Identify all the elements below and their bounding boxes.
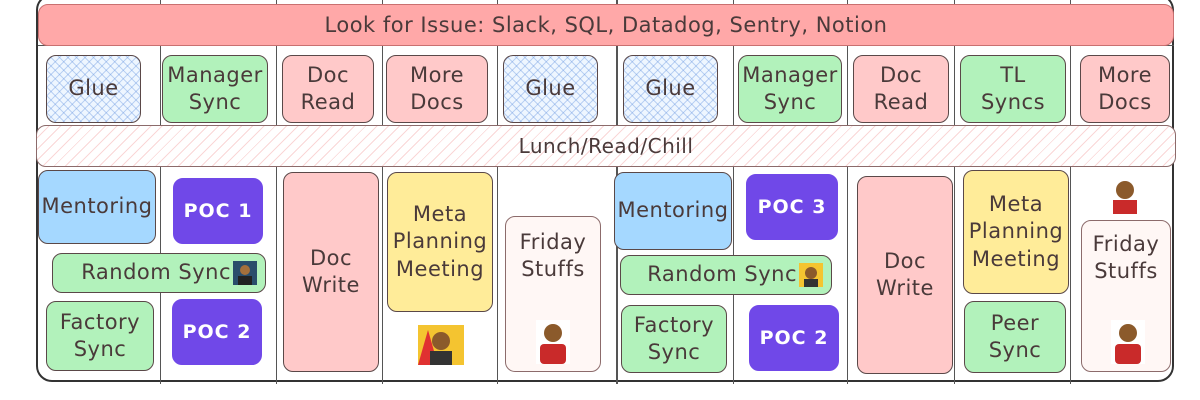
card-friday-stuffs: Friday Stuffs xyxy=(505,216,601,372)
card-factory-sync: Factory Sync xyxy=(621,305,727,373)
card-poc-3: POC 3 xyxy=(746,174,838,240)
card-more-docs: More Docs xyxy=(386,55,488,123)
lunch-banner: Lunch/Read/Chill xyxy=(36,125,1176,167)
card-random-sync: Random Sync xyxy=(620,255,832,295)
person-avatar-icon xyxy=(418,325,464,365)
card-factory-sync: Factory Sync xyxy=(46,301,154,371)
card-friday-stuffs: Friday Stuffs xyxy=(1081,220,1171,372)
card-poc-1: POC 1 xyxy=(173,178,263,244)
person-avatar-icon xyxy=(233,261,257,285)
column-divider xyxy=(733,0,734,384)
card-poc-2: POC 2 xyxy=(172,299,262,365)
card-poc-2: POC 2 xyxy=(749,305,839,371)
card-doc-read: Doc Read xyxy=(282,55,374,123)
card-glue: Glue xyxy=(503,55,598,123)
person-avatar-icon xyxy=(1111,320,1145,364)
column-divider xyxy=(382,0,383,384)
person-avatar-icon xyxy=(536,320,570,364)
card-random-sync: Random Sync xyxy=(52,253,266,293)
card-more-docs: More Docs xyxy=(1080,55,1170,123)
card-mentoring: Mentoring xyxy=(614,172,732,250)
card-doc-write: Doc Write xyxy=(283,172,379,372)
card-glue: Glue xyxy=(46,55,141,123)
column-divider xyxy=(1070,0,1071,384)
card-peer-sync: Peer Sync xyxy=(964,301,1066,373)
card-meta-planning: Meta Planning Meeting xyxy=(387,172,493,312)
card-glue: Glue xyxy=(623,55,718,123)
issue-banner: Look for Issue: Slack, SQL, Datadog, Sen… xyxy=(38,4,1174,46)
card-doc-write: Doc Write xyxy=(857,176,953,374)
person-avatar-icon xyxy=(799,263,823,287)
schedule-board xyxy=(36,0,1174,382)
column-divider xyxy=(276,0,277,384)
card-manager-sync: Manager Sync xyxy=(738,55,842,123)
column-divider xyxy=(954,0,955,384)
column-divider xyxy=(160,0,161,384)
column-divider xyxy=(847,0,848,384)
column-divider xyxy=(497,0,498,384)
card-mentoring: Mentoring xyxy=(38,170,156,244)
card-meta-planning: Meta Planning Meeting xyxy=(963,170,1069,294)
card-tl-syncs: TL Syncs xyxy=(960,55,1066,123)
person-avatar-icon xyxy=(1107,176,1143,214)
card-doc-read: Doc Read xyxy=(853,55,949,123)
card-manager-sync: Manager Sync xyxy=(162,55,268,123)
